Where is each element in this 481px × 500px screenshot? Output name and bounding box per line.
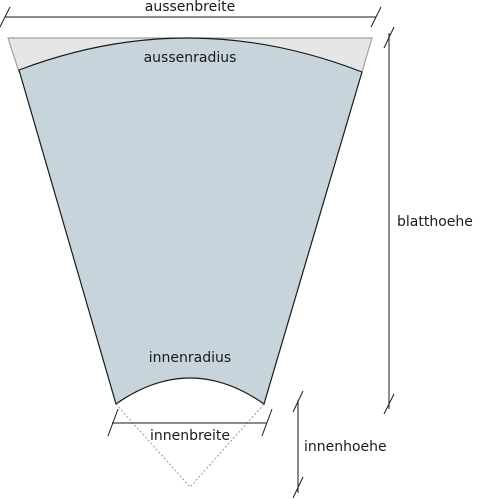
inner-width-label: innenbreite (150, 428, 230, 444)
inner-radius-label: innenradius (149, 350, 231, 366)
outer-width-tick-left (0, 6, 11, 28)
inner-height-tick-bottom (292, 476, 304, 499)
inner-height-tick-top (292, 390, 304, 413)
inner-height-label: innenhoehe (304, 439, 387, 455)
outer-width-label: aussenbreite (145, 0, 235, 15)
blade-shape (18, 37, 363, 405)
outer-radius-label: aussenradius (144, 50, 237, 66)
blade-height-label: blatthoehe (397, 214, 473, 230)
outer-width-tick-right (370, 6, 382, 28)
apex-dotted-lines (115, 403, 265, 488)
inner-width-tick-left (107, 408, 119, 437)
inner-width-tick-right (261, 408, 273, 437)
blade-height-tick-top (383, 26, 395, 49)
blade-height-tick-bottom (383, 393, 395, 415)
